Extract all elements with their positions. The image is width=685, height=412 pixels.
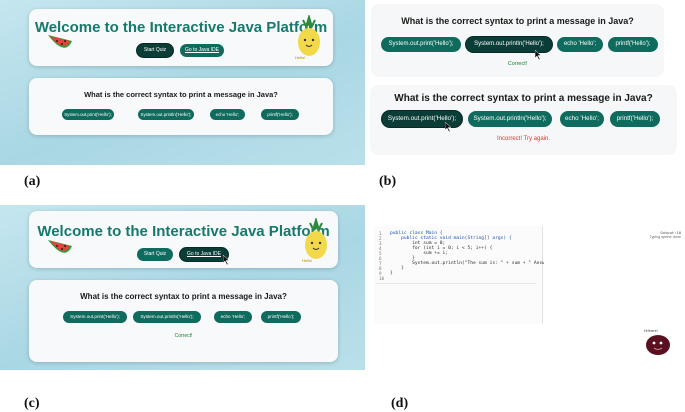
panel-d: 1 2 3 4 5 6 7 8 9 10 public class Main {…	[372, 223, 685, 355]
option-print-button[interactable]: System.out.print('Hello');	[62, 109, 114, 120]
go-to-java-ide-link[interactable]: Go to Java IDE	[180, 44, 224, 57]
option-printf-button[interactable]: printf('Hello');	[608, 37, 658, 52]
code-editor[interactable]: 1 2 3 4 5 6 7 8 9 10 public class Main {…	[374, 226, 573, 324]
caption-c: (c)	[24, 396, 40, 411]
quiz-card-correct: What is the correct syntax to print a me…	[371, 4, 664, 77]
code-line: public static void main(String[] args) {	[390, 236, 512, 241]
go-to-java-ide-link[interactable]: Go to Java IDE	[180, 248, 228, 261]
mouse-cursor-icon	[223, 255, 230, 265]
blob-caption: Hi there!	[644, 329, 658, 333]
mouse-cursor-icon	[445, 122, 452, 132]
quiz-question: What is the correct syntax to print a me…	[80, 292, 287, 301]
hero-title: Welcome to the Interactive Java Platform	[37, 223, 330, 240]
option-echo-button[interactable]: echo 'Hello';	[560, 111, 604, 127]
option-echo-button[interactable]: echo 'Hello';	[557, 37, 603, 52]
option-println-button[interactable]: System.out.println('Hello');	[468, 111, 552, 127]
quiz-card: What is the correct syntax to print a me…	[29, 280, 338, 362]
blob-mascot-icon	[646, 335, 670, 355]
editor-divider	[376, 283, 536, 284]
hero-card: Welcome to the Interactive Java Platform…	[29, 9, 333, 66]
pineapple-caption: Hello!	[302, 258, 313, 263]
output-panel: Output:10 Typing speed: done	[544, 226, 683, 324]
caption-d: (d)	[391, 396, 409, 411]
option-print-button[interactable]: System.out.print('Hello');	[381, 37, 461, 52]
mouse-cursor-icon	[535, 50, 542, 60]
option-echo-button[interactable]: echo 'Hello';	[214, 311, 252, 323]
option-printf-button[interactable]: printf('Hello');	[610, 111, 660, 127]
watermelon-icon	[48, 35, 72, 48]
option-println-button[interactable]: System.out.println('Hello');	[138, 109, 194, 120]
hero-title: Welcome to the Interactive Java Platform	[34, 19, 328, 36]
code-line: }	[390, 266, 404, 271]
quiz-card-incorrect: What is the correct syntax to print a me…	[370, 85, 677, 155]
panel-a: Welcome to the Interactive Java Platform…	[0, 0, 365, 165]
quiz-question: What is the correct syntax to print a me…	[401, 16, 634, 26]
pineapple-caption: Hello!	[295, 55, 306, 60]
code-line: int sum = 0;	[390, 241, 446, 246]
code-line: }	[390, 271, 393, 276]
option-echo-button[interactable]: echo 'Hello';	[210, 109, 245, 120]
option-println-button[interactable]: System.out.println('Hello');	[466, 37, 552, 52]
code-line: for (int i = 0; i < 5; i++) {	[390, 246, 493, 251]
quiz-question: What is the correct syntax to print a me…	[394, 93, 653, 104]
pineapple-icon	[298, 15, 320, 56]
option-print-button[interactable]: System.out.print('Hello');	[63, 311, 127, 323]
option-println-button[interactable]: System.out.println('Hello');	[133, 311, 201, 323]
start-quiz-button[interactable]: Start Quiz	[137, 248, 173, 261]
option-printf-button[interactable]: printf('Hello');	[261, 311, 301, 323]
start-quiz-button[interactable]: Start Quiz	[137, 44, 173, 57]
incorrect-message: Incorrect! Try again.	[496, 136, 551, 142]
caption-a: (a)	[24, 174, 41, 189]
caption-b: (b)	[379, 174, 397, 189]
panel-b: What is the correct syntax to print a me…	[368, 0, 685, 165]
quiz-card: What is the correct syntax to print a me…	[29, 78, 333, 135]
typing-speed-text: Typing speed: done	[649, 235, 681, 239]
code-line: }	[390, 256, 415, 261]
pineapple-icon	[305, 218, 327, 259]
hero-card: Welcome to the Interactive Java Platform…	[29, 211, 338, 268]
quiz-question: What is the correct syntax to print a me…	[84, 90, 278, 99]
correct-message: Correct!	[507, 61, 528, 67]
output-text: Output:10	[660, 230, 681, 235]
code-line: sum += i;	[390, 251, 449, 256]
option-print-button[interactable]: System.out.print('Hello');	[382, 111, 462, 127]
correct-message: Correct!	[174, 333, 193, 339]
panel-c: Welcome to the Interactive Java Platform…	[0, 205, 365, 370]
code-line: public class Main {	[390, 231, 443, 236]
option-printf-button[interactable]: printf('Hello');	[261, 109, 299, 120]
watermelon-icon	[48, 240, 72, 253]
